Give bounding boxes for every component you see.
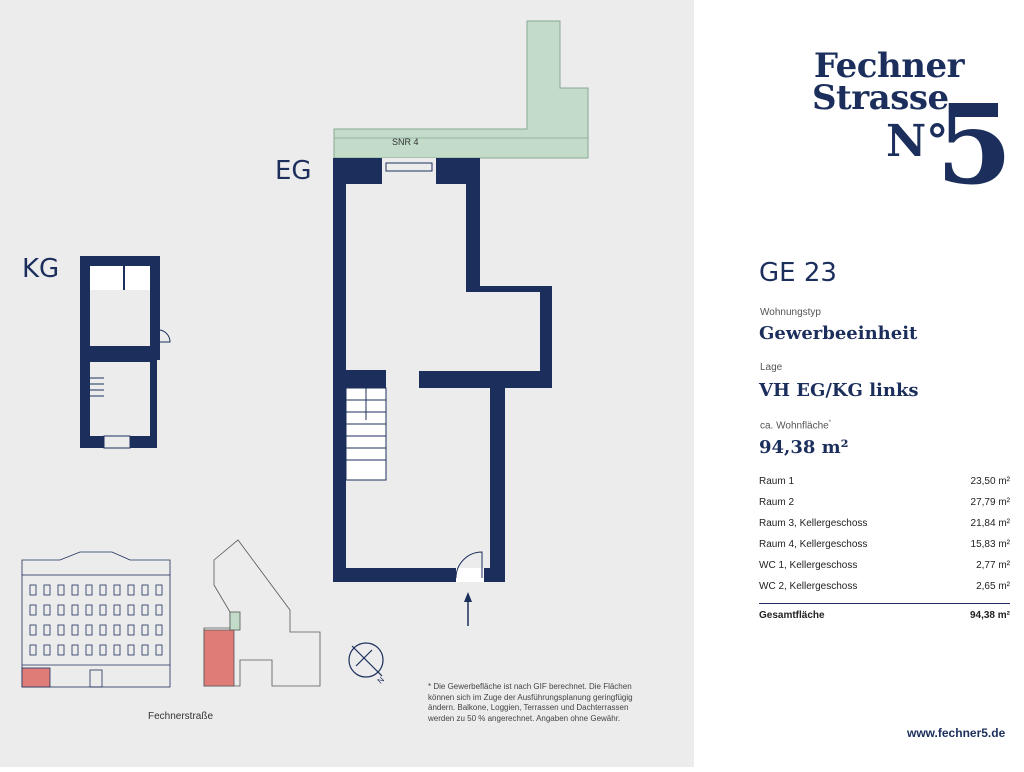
type-label: Wohnungstyp [760,307,821,318]
room-row: Raum 2 27,79 m² [759,497,1010,518]
total-row: Gesamtfläche 94,38 m² [759,603,1010,631]
room-row: Raum 1 23,50 m² [759,476,1010,497]
eg-entrance-door [455,551,484,582]
room-name: WC 1, Kellergeschoss [759,560,858,571]
kg-label: KG [22,254,60,284]
total-area: 94,38 m² [969,610,1010,621]
room-area: 2,65 m² [976,581,1010,592]
street-label: Fechnerstraße [148,711,214,722]
room-row: WC 1, Kellergeschoss 2,77 m² [759,560,1010,581]
room-list: Raum 1 23,50 m² Raum 2 27,79 m² Raum 3, Ke… [759,476,1010,631]
footnote: * Die Gewerbefläche ist nach GIF berechn… [428,682,633,723]
total-name: Gesamtfläche [759,610,825,621]
area-label: ca. Wohnfläche* [760,420,831,431]
logo-number-sign: N° [886,116,949,167]
area-value: 94,38 m² [759,437,849,458]
eg-floor-plan [333,158,552,582]
kg-stairs [90,329,171,397]
logo-number: 5 [936,80,1013,209]
building-facade [21,551,171,688]
room-name: Raum 4, Kellergeschoss [759,539,868,550]
area-label-text: ca. Wohnfläche [760,420,829,432]
eg-stairs [345,387,387,481]
room-area: 15,83 m² [970,539,1010,550]
website-link[interactable]: www.fechner5.de [907,726,1006,740]
floor-plan-drawing [21,20,589,688]
room-row: WC 2, Kellergeschoss 2,65 m² [759,581,1010,602]
info-panel [694,0,1024,767]
room-name: Raum 1 [759,476,795,487]
type-value: Gewerbeeinheit [759,323,918,344]
room-name: Raum 2 [759,497,795,508]
location-label: Lage [760,362,783,373]
room-area: 2,77 m² [976,560,1010,571]
unit-title: GE 23 [759,258,837,288]
snr-area [333,20,589,159]
logo-line-2: Strasse [812,78,949,118]
room-name: Raum 3, Kellergeschoss [759,518,868,529]
compass [348,642,384,678]
room-area: 27,79 m² [970,497,1010,508]
room-name: WC 2, Kellergeschoss [759,581,858,592]
kg-floor-plan [80,256,160,449]
room-area: 21,84 m² [970,518,1010,529]
room-row: Raum 3, Kellergeschoss 21,84 m² [759,518,1010,539]
site-plan [203,539,321,687]
logo-line-1: Fechner [813,46,965,86]
brand-logo: Fechner Strasse N° 5 [810,46,1013,209]
eg-label: EG [275,156,312,186]
location-value: VH EG/KG links [759,380,919,401]
area-footnote-mark: * [828,420,832,426]
floor-plan-area: EG KG SNR 4 N Fechnerstraße * Die Gewerb… [0,0,694,767]
snr-label: SNR 4 [392,137,419,147]
room-area: 23,50 m² [970,476,1010,487]
room-row: Raum 4, Kellergeschoss 15,83 m² [759,539,1010,560]
